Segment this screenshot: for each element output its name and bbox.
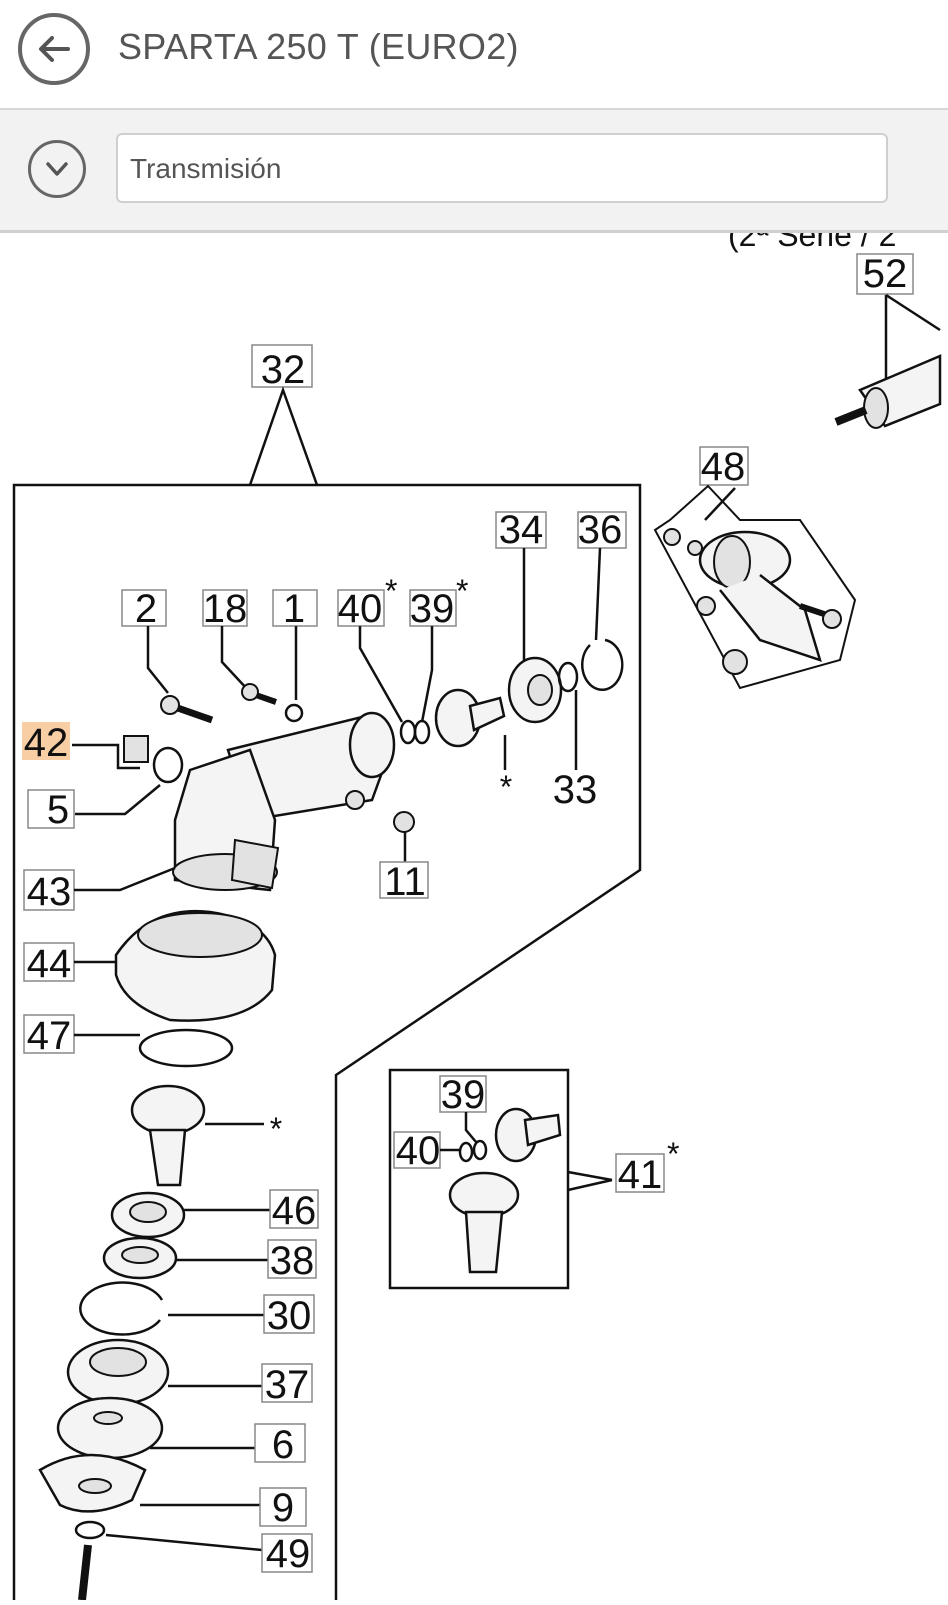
callout-1: 1	[283, 587, 305, 631]
callout-18: 18	[203, 587, 248, 631]
bearing-part: 34	[495, 508, 563, 724]
callout-52: 52	[863, 252, 908, 296]
cup-9-group: 9	[38, 1453, 307, 1530]
parts-diagram: .lb { font-size:40px; fill:#111; } .st {…	[0, 217, 948, 1601]
callout-41: 41	[618, 1153, 663, 1197]
shaft-part: 52	[834, 252, 942, 429]
top-note-text: (2ª Serie / 2	[728, 233, 896, 253]
callout-37: 37	[265, 1363, 310, 1407]
callout-34: 34	[499, 508, 544, 552]
back-button[interactable]	[18, 13, 90, 85]
callout-44: 44	[27, 942, 72, 986]
callout-42-highlight[interactable]	[22, 722, 70, 760]
circlip-part: 36	[557, 508, 627, 693]
callout-36: 36	[578, 508, 623, 552]
star-41: *	[667, 1136, 679, 1172]
app-header: SPARTA 250 T (EURO2)	[0, 0, 948, 110]
star-pinion: *	[500, 769, 512, 805]
flange-37-group: 37	[66, 1338, 313, 1407]
callout-5: 5	[47, 788, 69, 832]
washer-5-group: 5	[27, 784, 161, 832]
expand-toggle-button[interactable]	[28, 140, 86, 198]
callout-30: 30	[267, 1294, 312, 1338]
callout-38: 38	[270, 1239, 315, 1283]
callout-47: 47	[27, 1014, 72, 1058]
page-title: SPARTA 250 T (EURO2)	[118, 26, 519, 67]
callout-43-group: 43	[23, 866, 176, 914]
nut-11-group: 11	[379, 811, 429, 904]
callout-43: 43	[27, 870, 72, 914]
callout-48: 48	[701, 445, 746, 489]
gear-housing-part	[172, 711, 396, 892]
callout-42[interactable]: 42	[24, 721, 69, 765]
star-39: *	[456, 573, 468, 609]
section-select[interactable]: Transmisión	[116, 133, 888, 203]
callout-49: 49	[266, 1532, 311, 1576]
bolt-42-group: 42	[22, 721, 184, 784]
guard-44-group: 44	[23, 909, 277, 1022]
nut-49-group: 49	[74, 1520, 313, 1601]
chevron-down-icon	[46, 162, 68, 176]
lower-gear-part: *	[130, 1084, 282, 1187]
callout-11: 11	[384, 860, 426, 904]
assembly-bracket: 32	[12, 344, 642, 1600]
star-lower-gear: *	[270, 1111, 282, 1147]
washer-parts: 40 * 39 *	[337, 573, 468, 745]
callout-33: 33	[553, 768, 598, 812]
callout-33-group: 33	[553, 690, 598, 812]
back-arrow-icon	[39, 36, 70, 62]
callout-40: 40	[338, 587, 383, 631]
callout-2: 2	[135, 587, 157, 631]
callout-6: 6	[272, 1423, 294, 1467]
clip-30-group: 30	[79, 1281, 315, 1338]
callout-9: 9	[272, 1486, 294, 1530]
small-screws: 2 18 1	[121, 587, 318, 724]
section-select-value: Transmisión	[130, 153, 282, 184]
seal-38-group: 38	[102, 1236, 317, 1283]
kit-41-inset: 39 40 41 *	[388, 1068, 679, 1290]
pinion-gear-part: *	[434, 688, 512, 805]
handle-clamp-part: 48	[653, 445, 857, 690]
callout-32: 32	[261, 348, 306, 392]
section-bar: Transmisión	[0, 110, 948, 233]
callout-39: 39	[410, 587, 455, 631]
bearing-46-group: 46	[110, 1189, 319, 1239]
callout-46: 46	[272, 1189, 317, 1233]
disk-6-group: 6	[56, 1396, 306, 1467]
callout-39-kit: 39	[441, 1073, 486, 1117]
ring-47-group: 47	[23, 1014, 234, 1068]
callout-40-kit: 40	[396, 1129, 441, 1173]
star-40: *	[385, 573, 397, 609]
